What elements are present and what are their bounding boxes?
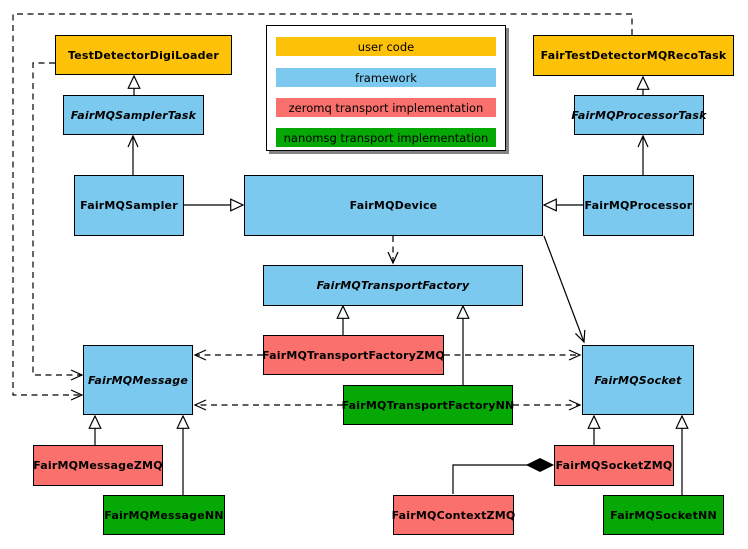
class-node-fairmqsocket: FairMQSocket xyxy=(582,345,694,415)
edge-recotask-to-message-dashed xyxy=(12,13,633,401)
class-node-fairmqsamplertask: FairMQSamplerTask xyxy=(63,95,204,135)
legend-item-framework: framework xyxy=(276,68,496,87)
legend-item-nanomsg: nanomsg transport implementation xyxy=(276,128,496,147)
class-node-fairmqcontextzmq: FairMQContextZMQ xyxy=(392,495,515,535)
legend-item-zeromq: zeromq transport implementation xyxy=(276,98,496,117)
class-node-fairmqtransportfactory: FairMQTransportFactory xyxy=(263,265,523,306)
class-node-fairmqprocessortask: FairMQProcessorTask xyxy=(571,95,706,135)
class-node-fairtestdetectormqrecotask: FairTestDetectorMQRecoTask xyxy=(533,35,734,76)
class-node-fairmqmessagezmq: FairMQMessageZMQ xyxy=(33,445,163,486)
edge-digiloader-to-message-dashed xyxy=(32,62,84,381)
class-node-fairmqsocketzmq: FairMQSocketZMQ xyxy=(554,445,674,486)
legend: user code framework zeromq transport imp… xyxy=(266,25,506,151)
class-node-fairmqsocketnn: FairMQSocketNN xyxy=(603,495,724,535)
composition-diamond-icon xyxy=(525,457,555,473)
legend-item-user-code: user code xyxy=(276,37,496,56)
class-node-fairmqmessage: FairMQMessage xyxy=(83,345,193,415)
class-node-fairmqdevice: FairMQDevice xyxy=(244,175,543,236)
edge-contextzmq-to-socketzmq xyxy=(452,464,528,494)
class-node-fairmqtransportfactorynn: FairMQTransportFactoryNN xyxy=(342,385,514,425)
class-node-testdetectordigiloader: TestDetectorDigiLoader xyxy=(55,35,232,75)
class-node-fairmqprocessor: FairMQProcessor xyxy=(583,175,694,236)
edge-device-to-socket xyxy=(543,235,586,344)
class-node-fairmqmessagenn: FairMQMessageNN xyxy=(103,495,225,535)
class-node-fairmqtransportfactoryzmq: FairMQTransportFactoryZMQ xyxy=(262,335,445,375)
class-node-fairmqsampler: FairMQSampler xyxy=(74,175,184,236)
